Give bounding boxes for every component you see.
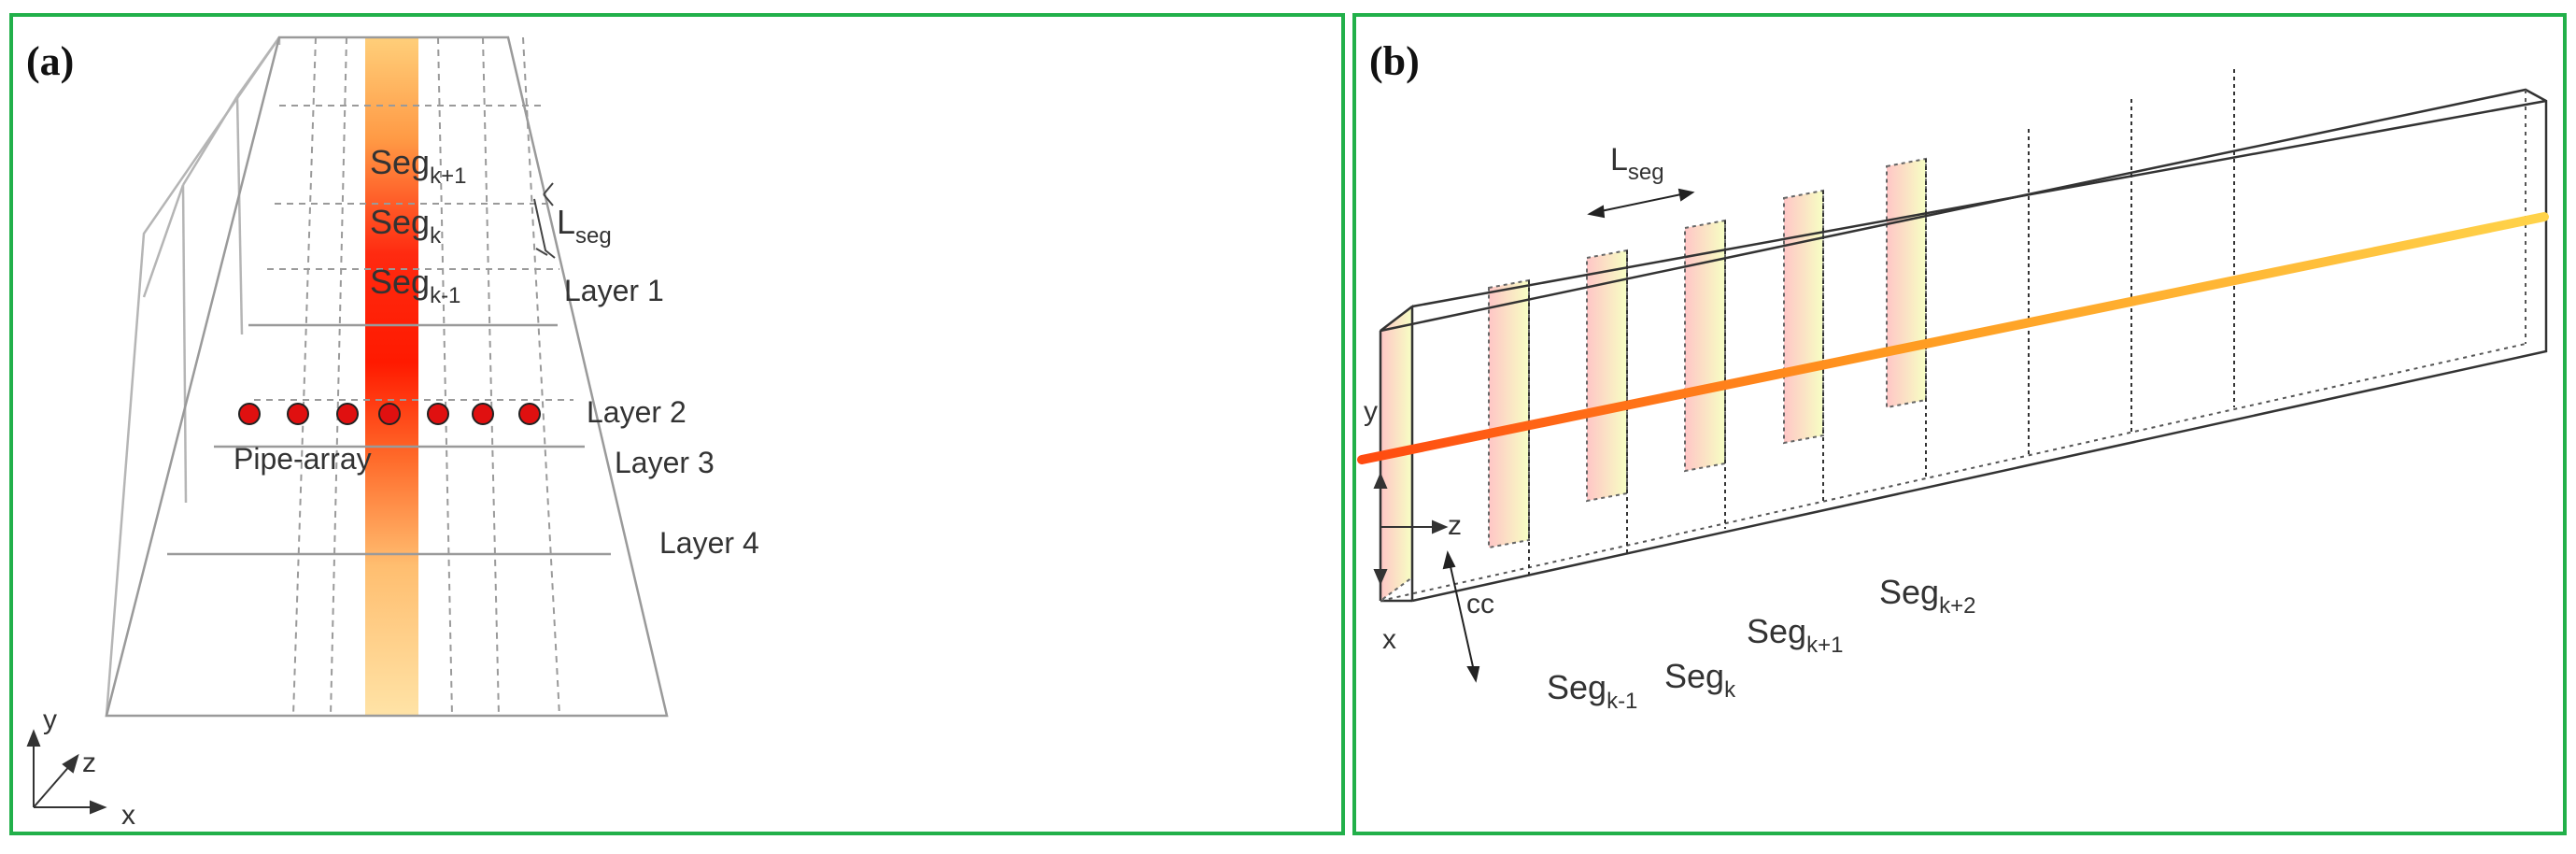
seg-k-label: Segk [370, 203, 442, 249]
axis-z-label-b: z [1448, 510, 1462, 541]
lseg-arrow-b [1587, 188, 1695, 219]
axis-z-label-a: z [82, 747, 96, 778]
pipe [1357, 212, 2549, 464]
axis-x-label-a: x [121, 800, 135, 831]
seg-k-label-b: Segk [1664, 657, 1736, 703]
axes-b [1373, 472, 1449, 586]
embankment-outline [105, 36, 669, 718]
pipe-array-dots [238, 403, 541, 425]
panel-a: (a) [9, 13, 1345, 835]
lseg-label-b: Lseg [1610, 142, 1664, 185]
segment-box [1379, 88, 2548, 603]
axis-y-label-a: y [43, 705, 57, 735]
pipe-array-label: Pipe-array [234, 442, 372, 476]
heated-column [365, 37, 418, 716]
side-face [105, 36, 281, 717]
panel-b-label: (b) [1369, 38, 1420, 84]
lseg-arrow [533, 182, 556, 259]
axis-x-label-b: x [1382, 624, 1396, 655]
seg-k-minus-1-label: Segk-1 [370, 263, 460, 308]
seg-k-minus-1-label-b: Segk-1 [1547, 668, 1637, 714]
pipe-segment-diagram: Lseg Segk-1 Segk Segk+1 Segk+2 y z x cc [1357, 69, 2549, 714]
axis-y-label-b: y [1364, 396, 1378, 427]
seg-k-plus-2-label-b: Segk+2 [1879, 573, 1975, 619]
cc-dimension [1442, 550, 1480, 683]
cross-section-slices [1380, 157, 1927, 603]
layer-2-label: Layer 2 [587, 395, 686, 429]
segment-grid [254, 36, 573, 717]
panel-b: (b) [1352, 13, 2567, 835]
cc-label: cc [1466, 589, 1494, 619]
lseg-label-a: Lseg [557, 203, 612, 249]
seg-k-plus-1-label-b: Segk+1 [1747, 612, 1843, 658]
axes-a [26, 729, 107, 815]
segment-dividers [1528, 69, 2235, 576]
layer-1-label: Layer 1 [564, 274, 664, 307]
seg-k-plus-1-label: Segk+1 [370, 143, 466, 189]
panel-a-label: (a) [26, 38, 75, 84]
hidden-edges [1380, 90, 2526, 602]
layer-3-label: Layer 3 [615, 446, 715, 479]
layer-4-label: Layer 4 [659, 526, 759, 560]
embankment-diagram: Segk+1 Segk Segk-1 Lseg Layer 1 Layer 2 … [26, 36, 759, 831]
